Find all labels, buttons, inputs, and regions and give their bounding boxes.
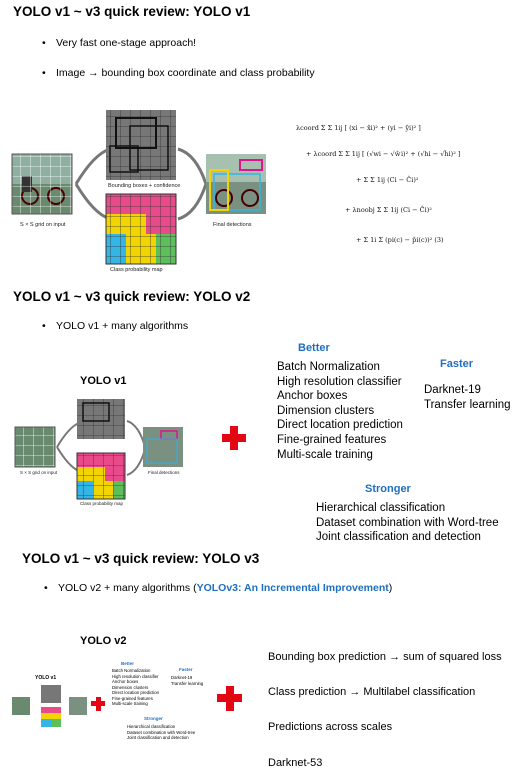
yolo-v2-mini-slide: YOLO v1 Better Batch Normalization High …: [9, 655, 239, 755]
section2-title: YOLO v1 ~ v3 quick review: YOLO v2: [13, 289, 251, 304]
yolo-v1-mini-figure: [14, 399, 183, 500]
mini-faster-item: Darknet-19: [171, 675, 193, 680]
v3-item: Class prediction → Multilabel classifica…: [268, 686, 476, 698]
mini-better-item: Fine-grained features: [112, 695, 153, 701]
mini-better-item: Dimension clusters: [112, 684, 149, 690]
better-item: Batch Normalization: [277, 361, 380, 373]
mini-better-item: High resolution classifier: [112, 673, 159, 679]
class-probability-map: [105, 193, 177, 265]
section3-bullet: •YOLO v2 + many algorithms (YOLOv3: An I…: [44, 582, 393, 594]
mini-class-caption: Class probability map: [80, 501, 124, 506]
v3-item: Predictions across scales: [268, 721, 393, 733]
section1-title: YOLO v1 ~ v3 quick review: YOLO v1: [13, 4, 251, 19]
mini-stronger-item: Hierarchical classification: [127, 724, 176, 729]
section1-bullet-2: •Image → bounding box coordinate and cla…: [42, 67, 315, 79]
v3-item: Bounding box prediction → sum of squared…: [268, 651, 502, 663]
mini-stronger-heading: Stronger: [144, 716, 163, 721]
grid-caption: S × S grid on input: [20, 222, 66, 228]
loss-line-3: + Σ Σ 1ij (Ci − Ĉi)²: [356, 176, 419, 184]
mini-yolo-figure: [12, 685, 87, 727]
final-detections-image: [206, 154, 266, 214]
better-item: Fine-grained features: [277, 433, 387, 446]
stronger-item: Hierarchical classification: [316, 502, 446, 514]
mini-better-item: Batch Normalization: [112, 668, 151, 673]
loss-line-4: + λnoobj Σ Σ 1ij (Ci − Ĉi)²: [345, 206, 432, 214]
stronger-item: Dataset combination with Word-tree: [316, 516, 499, 529]
loss-line-5: + Σ 1i Σ (pi(c) − p̂i(c))² (3): [356, 236, 444, 244]
mini-better-heading: Better: [121, 661, 135, 666]
mini-stronger-item: Dataset combination with Word-tree: [127, 729, 196, 735]
faster-heading: Faster: [440, 358, 474, 370]
paper-link[interactable]: YOLOv3: An Incremental Improvement: [196, 582, 389, 594]
class-caption: Class probability map: [110, 267, 163, 273]
stronger-item: Joint classification and detection: [316, 531, 481, 544]
better-item: Dimension clusters: [277, 404, 375, 417]
better-item: Anchor boxes: [277, 390, 348, 403]
mini-better-list: Batch Normalization High resolution clas…: [112, 668, 159, 707]
bbox-confidence-image: [106, 110, 176, 180]
mini-better-item: Anchor boxes: [112, 679, 139, 684]
stronger-heading: Stronger: [365, 483, 411, 495]
final-caption: Final detections: [213, 222, 252, 228]
mini-faster-item: Transfer learning: [171, 680, 204, 686]
input-grid-image: [11, 153, 73, 215]
mini-faster-list: Darknet-19 Transfer learning: [171, 675, 203, 686]
mini-better-item: Multi-scale training: [112, 701, 148, 706]
bbox-caption: Bounding boxes + confidence: [108, 183, 181, 189]
mini-yolo-v1-label: YOLO v1: [35, 675, 57, 681]
section2-bullet: •YOLO v1 + many algorithms: [42, 320, 189, 332]
faster-item: Darknet-19: [424, 384, 481, 396]
loss-line-1: λcoord Σ Σ 1ij [ (xi − x̂i)² + (yi − ŷi)…: [296, 124, 421, 132]
loss-line-2: + λcoord Σ Σ 1ij [ (√wi − √ŵi)² + (√hi …: [306, 150, 461, 158]
mini-grid-caption: S × S grid on input: [20, 470, 58, 475]
better-item: Multi-scale training: [277, 448, 373, 461]
better-list: Batch Normalization High resolution clas…: [277, 360, 403, 462]
mini-better-item: Direct location prediction: [112, 690, 160, 695]
faster-item: Transfer learning: [424, 398, 511, 411]
section1-bullet-1: •Very fast one-stage approach!: [42, 37, 197, 49]
yolo-v2-label: YOLO v2: [80, 635, 127, 647]
stronger-list: Hierarchical classification Dataset comb…: [316, 501, 499, 545]
mini-faster-heading: Faster: [179, 667, 193, 672]
yolo-v1-figure: [11, 110, 266, 265]
better-item: High resolution classifier: [277, 375, 402, 388]
mini-final-caption: Final detections: [148, 470, 180, 475]
faster-list: Darknet-19 Transfer learning: [424, 383, 511, 412]
mini-stronger-list: Hierarchical classification Dataset comb…: [127, 724, 195, 741]
mini-stronger-item: Joint classification and detection: [127, 735, 189, 740]
section3-title: YOLO v1 ~ v3 quick review: YOLO v3: [22, 551, 260, 566]
v3-item: Darknet-53: [268, 757, 323, 769]
better-item: Direct location prediction: [277, 419, 403, 432]
yolo-v1-label: YOLO v1: [80, 375, 127, 387]
better-heading: Better: [298, 342, 330, 354]
